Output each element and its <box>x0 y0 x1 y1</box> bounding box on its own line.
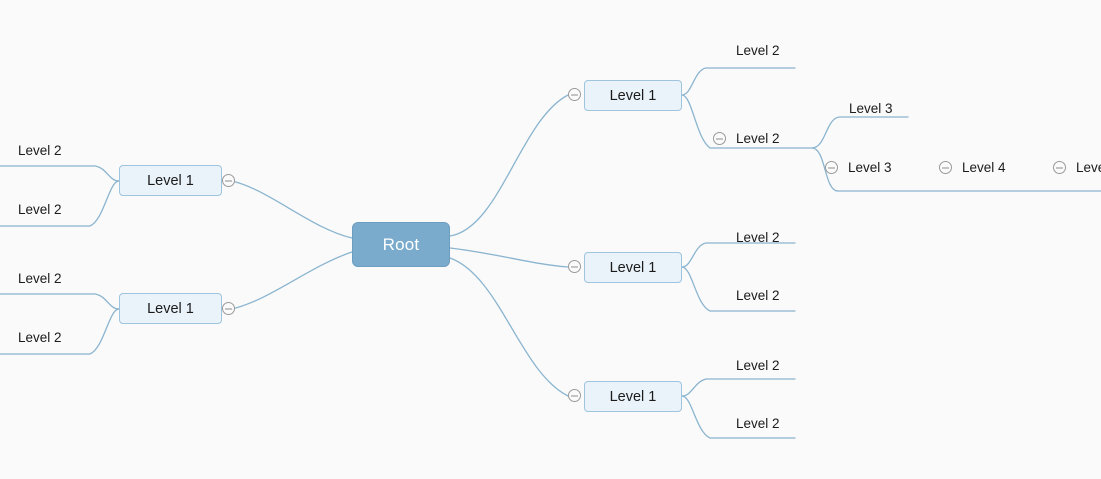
right-branch-1-child-2[interactable]: Level 2 <box>736 131 780 146</box>
collapse-minus-icon[interactable] <box>568 260 581 273</box>
left-branch-1-child-2[interactable]: Level 2 <box>18 202 62 217</box>
collapse-minus-icon[interactable] <box>939 161 952 174</box>
right-branch-3-label: Level 1 <box>609 388 657 405</box>
left-branch-1-child-1[interactable]: Level 2 <box>18 143 62 158</box>
right-branch-1-grandchild-1[interactable]: Level 3 <box>849 101 893 116</box>
left-branch-2-node[interactable]: Level 1 <box>119 293 222 324</box>
right-branch-2-child-1[interactable]: Level 2 <box>736 230 780 245</box>
collapse-minus-icon[interactable] <box>825 161 838 174</box>
right-branch-3-child-1[interactable]: Level 2 <box>736 358 780 373</box>
right-branch-1-node[interactable]: Level 1 <box>584 80 682 111</box>
collapse-minus-icon[interactable] <box>1053 161 1066 174</box>
left-branch-2-label: Level 1 <box>147 300 194 317</box>
right-branch-1-level-4[interactable]: Level 4 <box>962 160 1006 175</box>
collapse-minus-icon[interactable] <box>222 174 235 187</box>
root-node[interactable]: Root <box>352 222 450 267</box>
right-branch-1-child-1[interactable]: Level 2 <box>736 43 780 58</box>
root-node-label: Root <box>382 234 420 254</box>
collapse-minus-icon[interactable] <box>568 88 581 101</box>
left-branch-1-node[interactable]: Level 1 <box>119 165 222 196</box>
left-branch-2-child-2[interactable]: Level 2 <box>18 330 62 345</box>
right-branch-1-grandchild-2[interactable]: Level 3 <box>848 160 892 175</box>
right-branch-2-node[interactable]: Level 1 <box>584 252 682 283</box>
left-branch-1-label: Level 1 <box>147 172 194 189</box>
right-branch-2-child-2[interactable]: Level 2 <box>736 288 780 303</box>
left-branch-2-child-1[interactable]: Level 2 <box>18 271 62 286</box>
right-branch-2-label: Level 1 <box>609 259 657 276</box>
right-branch-3-node[interactable]: Level 1 <box>584 381 682 412</box>
collapse-minus-icon[interactable] <box>713 132 726 145</box>
right-branch-3-child-2[interactable]: Level 2 <box>736 416 780 431</box>
right-branch-1-label: Level 1 <box>609 87 657 104</box>
collapse-minus-icon[interactable] <box>222 302 235 315</box>
collapse-minus-icon[interactable] <box>568 389 581 402</box>
right-branch-1-level-5[interactable]: Leve <box>1076 160 1101 175</box>
